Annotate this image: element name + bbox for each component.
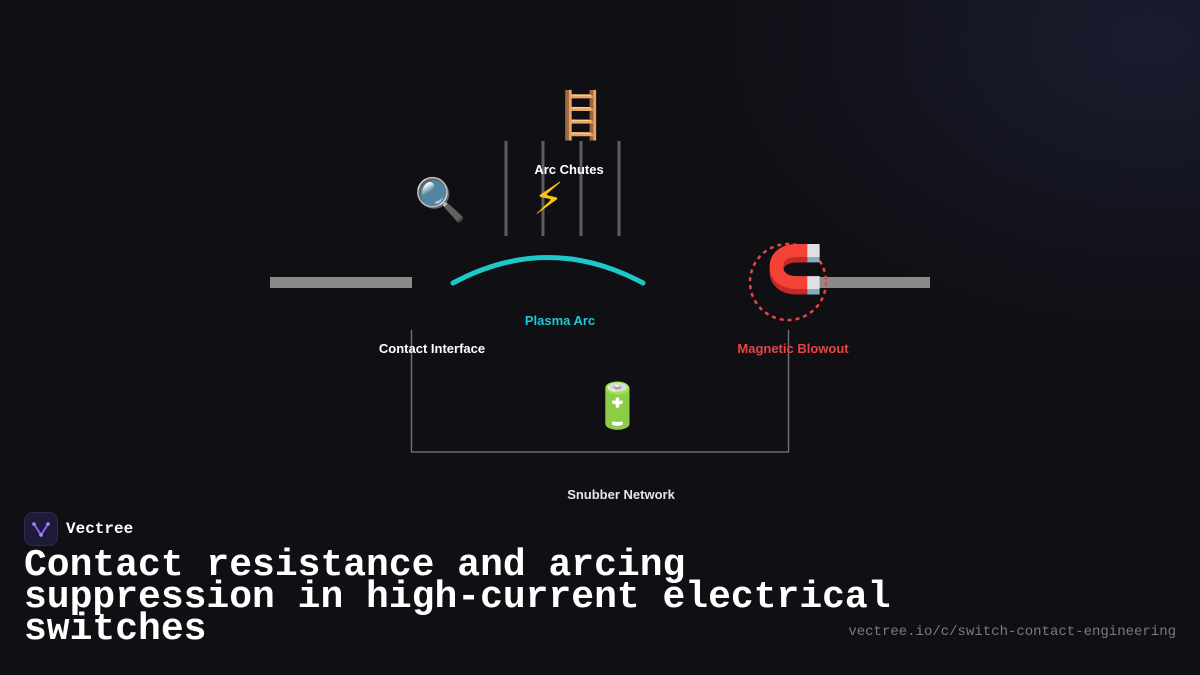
magnetic-blowout-ring: [748, 242, 828, 322]
battery-icon: 🔋: [590, 381, 645, 432]
snubber-network-label: Snubber Network: [567, 487, 675, 502]
brand-name: Vectree: [66, 520, 134, 538]
magnifier-icon: 🔍: [414, 175, 467, 224]
snubber-wire: [410, 330, 790, 453]
brand: Vectree: [24, 512, 133, 546]
left-contact-bar: [270, 277, 412, 288]
lightning-icon: ⚡: [533, 174, 564, 225]
magnet-icon: 🧲: [766, 242, 824, 296]
source-url[interactable]: vectree.io/c/switch-contact-engineering: [848, 624, 1176, 640]
plasma-arc-label: Plasma Arc: [524, 313, 596, 328]
magnetic-blowout-label: Magnetic Blowout: [737, 341, 849, 356]
arc-chutes-label: Arc Chutes: [534, 162, 604, 177]
page-title: Contact resistance and arcing suppressio…: [24, 544, 891, 651]
switch-diagram: 🪜 🔍 ⚡ 🧲 🔋 Arc Chutes Plasma Arc Contact …: [270, 88, 930, 502]
ladder-icon: 🪜: [552, 88, 610, 142]
right-contact-bar: [788, 277, 930, 288]
contact-interface-label: Contact Interface: [378, 341, 486, 356]
vectree-logo-icon: [24, 512, 58, 546]
diagram-canvas: [270, 141, 930, 453]
plasma-arc: [450, 255, 646, 286]
